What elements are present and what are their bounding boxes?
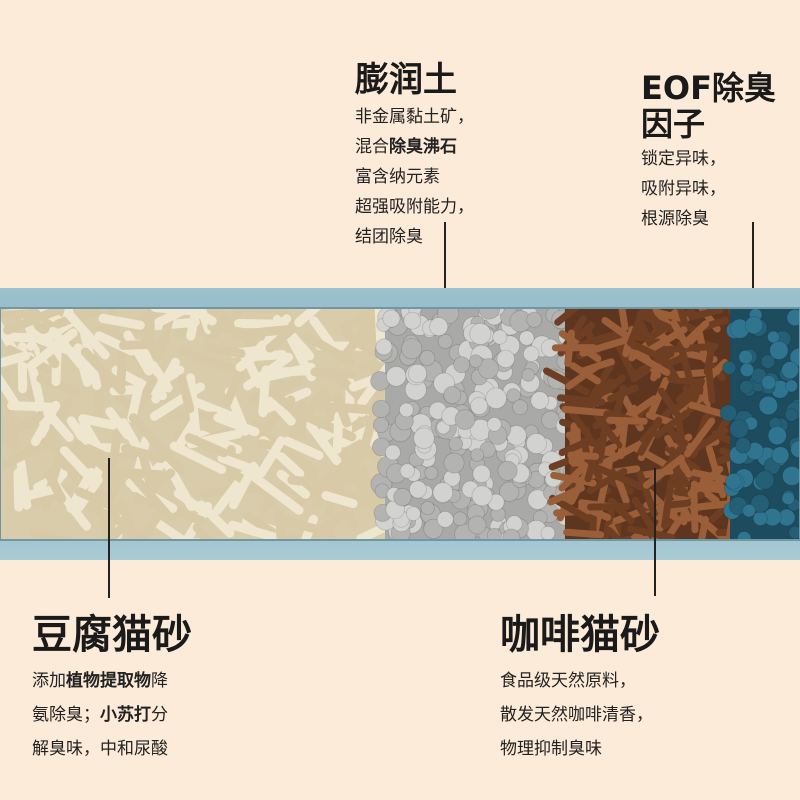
coffee-line-1: 食品级天然原料， xyxy=(500,671,636,691)
bentonite-title: 膨润土 xyxy=(355,60,457,100)
eof-line-1: 锁定异味， xyxy=(641,149,726,169)
eof-line-3: 根源除臭 xyxy=(641,209,709,229)
tofu-line-1: 添加植物提取物降 xyxy=(32,671,168,691)
bentonite-line-1: 非金属黏土矿， xyxy=(355,107,474,127)
tofu-title: 豆腐猫砂 xyxy=(32,612,192,658)
eof-factor-granules xyxy=(719,308,800,540)
bentonite-line-3: 富含纳元素 xyxy=(355,167,440,187)
bentonite-line-2: 混合除臭沸石 xyxy=(355,137,457,157)
tofu-description: 添加植物提取物降 氨除臭；小苏打分 解臭味，中和尿酸 xyxy=(32,664,168,766)
litter-photo-strip xyxy=(0,288,800,560)
coffee-line-2: 散发天然咖啡清香， xyxy=(500,705,653,725)
eof-title-line-2: 因子 xyxy=(641,105,706,143)
bentonite-line-4: 超强吸附能力， xyxy=(355,197,474,217)
coffee-line-3: 物理抑制臭味 xyxy=(500,739,602,759)
tofu-pointer-line xyxy=(108,458,110,598)
eof-description: 锁定异味， 吸附异味， 根源除臭 xyxy=(641,144,726,234)
eof-pointer-line xyxy=(752,222,754,347)
eof-title-line-1: EOF除臭 xyxy=(641,69,776,107)
eof-line-2: 吸附异味， xyxy=(641,179,726,199)
coffee-description: 食品级天然原料， 散发天然咖啡清香， 物理抑制臭味 xyxy=(500,664,653,766)
coffee-title: 咖啡猫砂 xyxy=(500,612,660,658)
bentonite-line-5: 结团除臭 xyxy=(355,227,423,247)
tofu-line-3: 解臭味，中和尿酸 xyxy=(32,739,168,759)
eof-title: EOF除臭 因子 xyxy=(641,70,776,142)
tofu-line-2: 氨除臭；小苏打分 xyxy=(32,705,168,725)
bentonite-description: 非金属黏土矿， 混合除臭沸石 富含纳元素 超强吸附能力， 结团除臭 xyxy=(355,102,474,252)
coffee-pointer-line xyxy=(654,468,656,596)
coffee-litter-sticks xyxy=(543,308,762,540)
